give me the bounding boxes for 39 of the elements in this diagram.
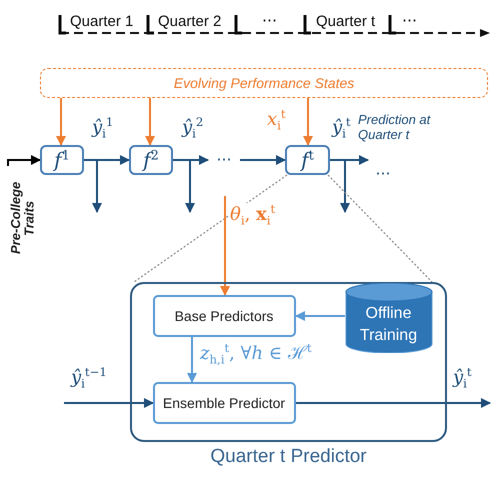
arrow — [296, 398, 491, 408]
process-box — [152, 382, 296, 424]
zoom-guide-line — [134, 174, 288, 282]
arrow — [56, 98, 66, 146]
arrow — [220, 196, 230, 296]
function-label: f$^{2}$ — [143, 148, 159, 172]
arrow — [303, 98, 313, 146]
panel-caption: Quarter t Predictor — [210, 446, 367, 468]
prediction-note: Prediction at Quarter t — [358, 113, 432, 143]
arrow — [145, 98, 155, 146]
process-box — [152, 294, 296, 336]
arrow — [330, 159, 350, 213]
state-band — [40, 68, 488, 98]
function-box — [285, 145, 330, 175]
ellipsis: ⋯ — [402, 11, 417, 29]
node-label: Base Predictors — [174, 308, 274, 324]
arrow — [64, 398, 154, 408]
node-label: Ensemble Predictor — [162, 394, 286, 410]
node-label: Offline Training — [358, 304, 418, 346]
period-label: Quarter t — [316, 13, 376, 30]
arrow — [84, 159, 102, 213]
ellipsis-text: ⋯ — [376, 164, 390, 182]
zoom-guide-line — [328, 174, 432, 282]
database-cylinder — [344, 282, 432, 352]
function-box — [40, 145, 84, 175]
function-box — [129, 145, 173, 175]
node-label: Pre-College Traits — [9, 180, 37, 256]
function-label: f$^{1}$ — [54, 148, 70, 172]
ellipsis-text: ⋯ — [216, 150, 232, 168]
band-label: Evolving Performance States — [174, 75, 354, 91]
period-label: Quarter 2 — [158, 13, 222, 30]
arrow — [187, 337, 197, 383]
ellipsis: ⋯ — [262, 11, 277, 29]
arrow — [240, 155, 286, 165]
arrow — [173, 159, 195, 213]
arrow — [7, 155, 41, 166]
period-label: Quarter 1 — [70, 13, 134, 30]
arrow — [295, 311, 345, 321]
edge-label: z$_{h,i}$$^{t}$, ∀h ∈ ℋ$^{t}$ — [199, 342, 313, 366]
